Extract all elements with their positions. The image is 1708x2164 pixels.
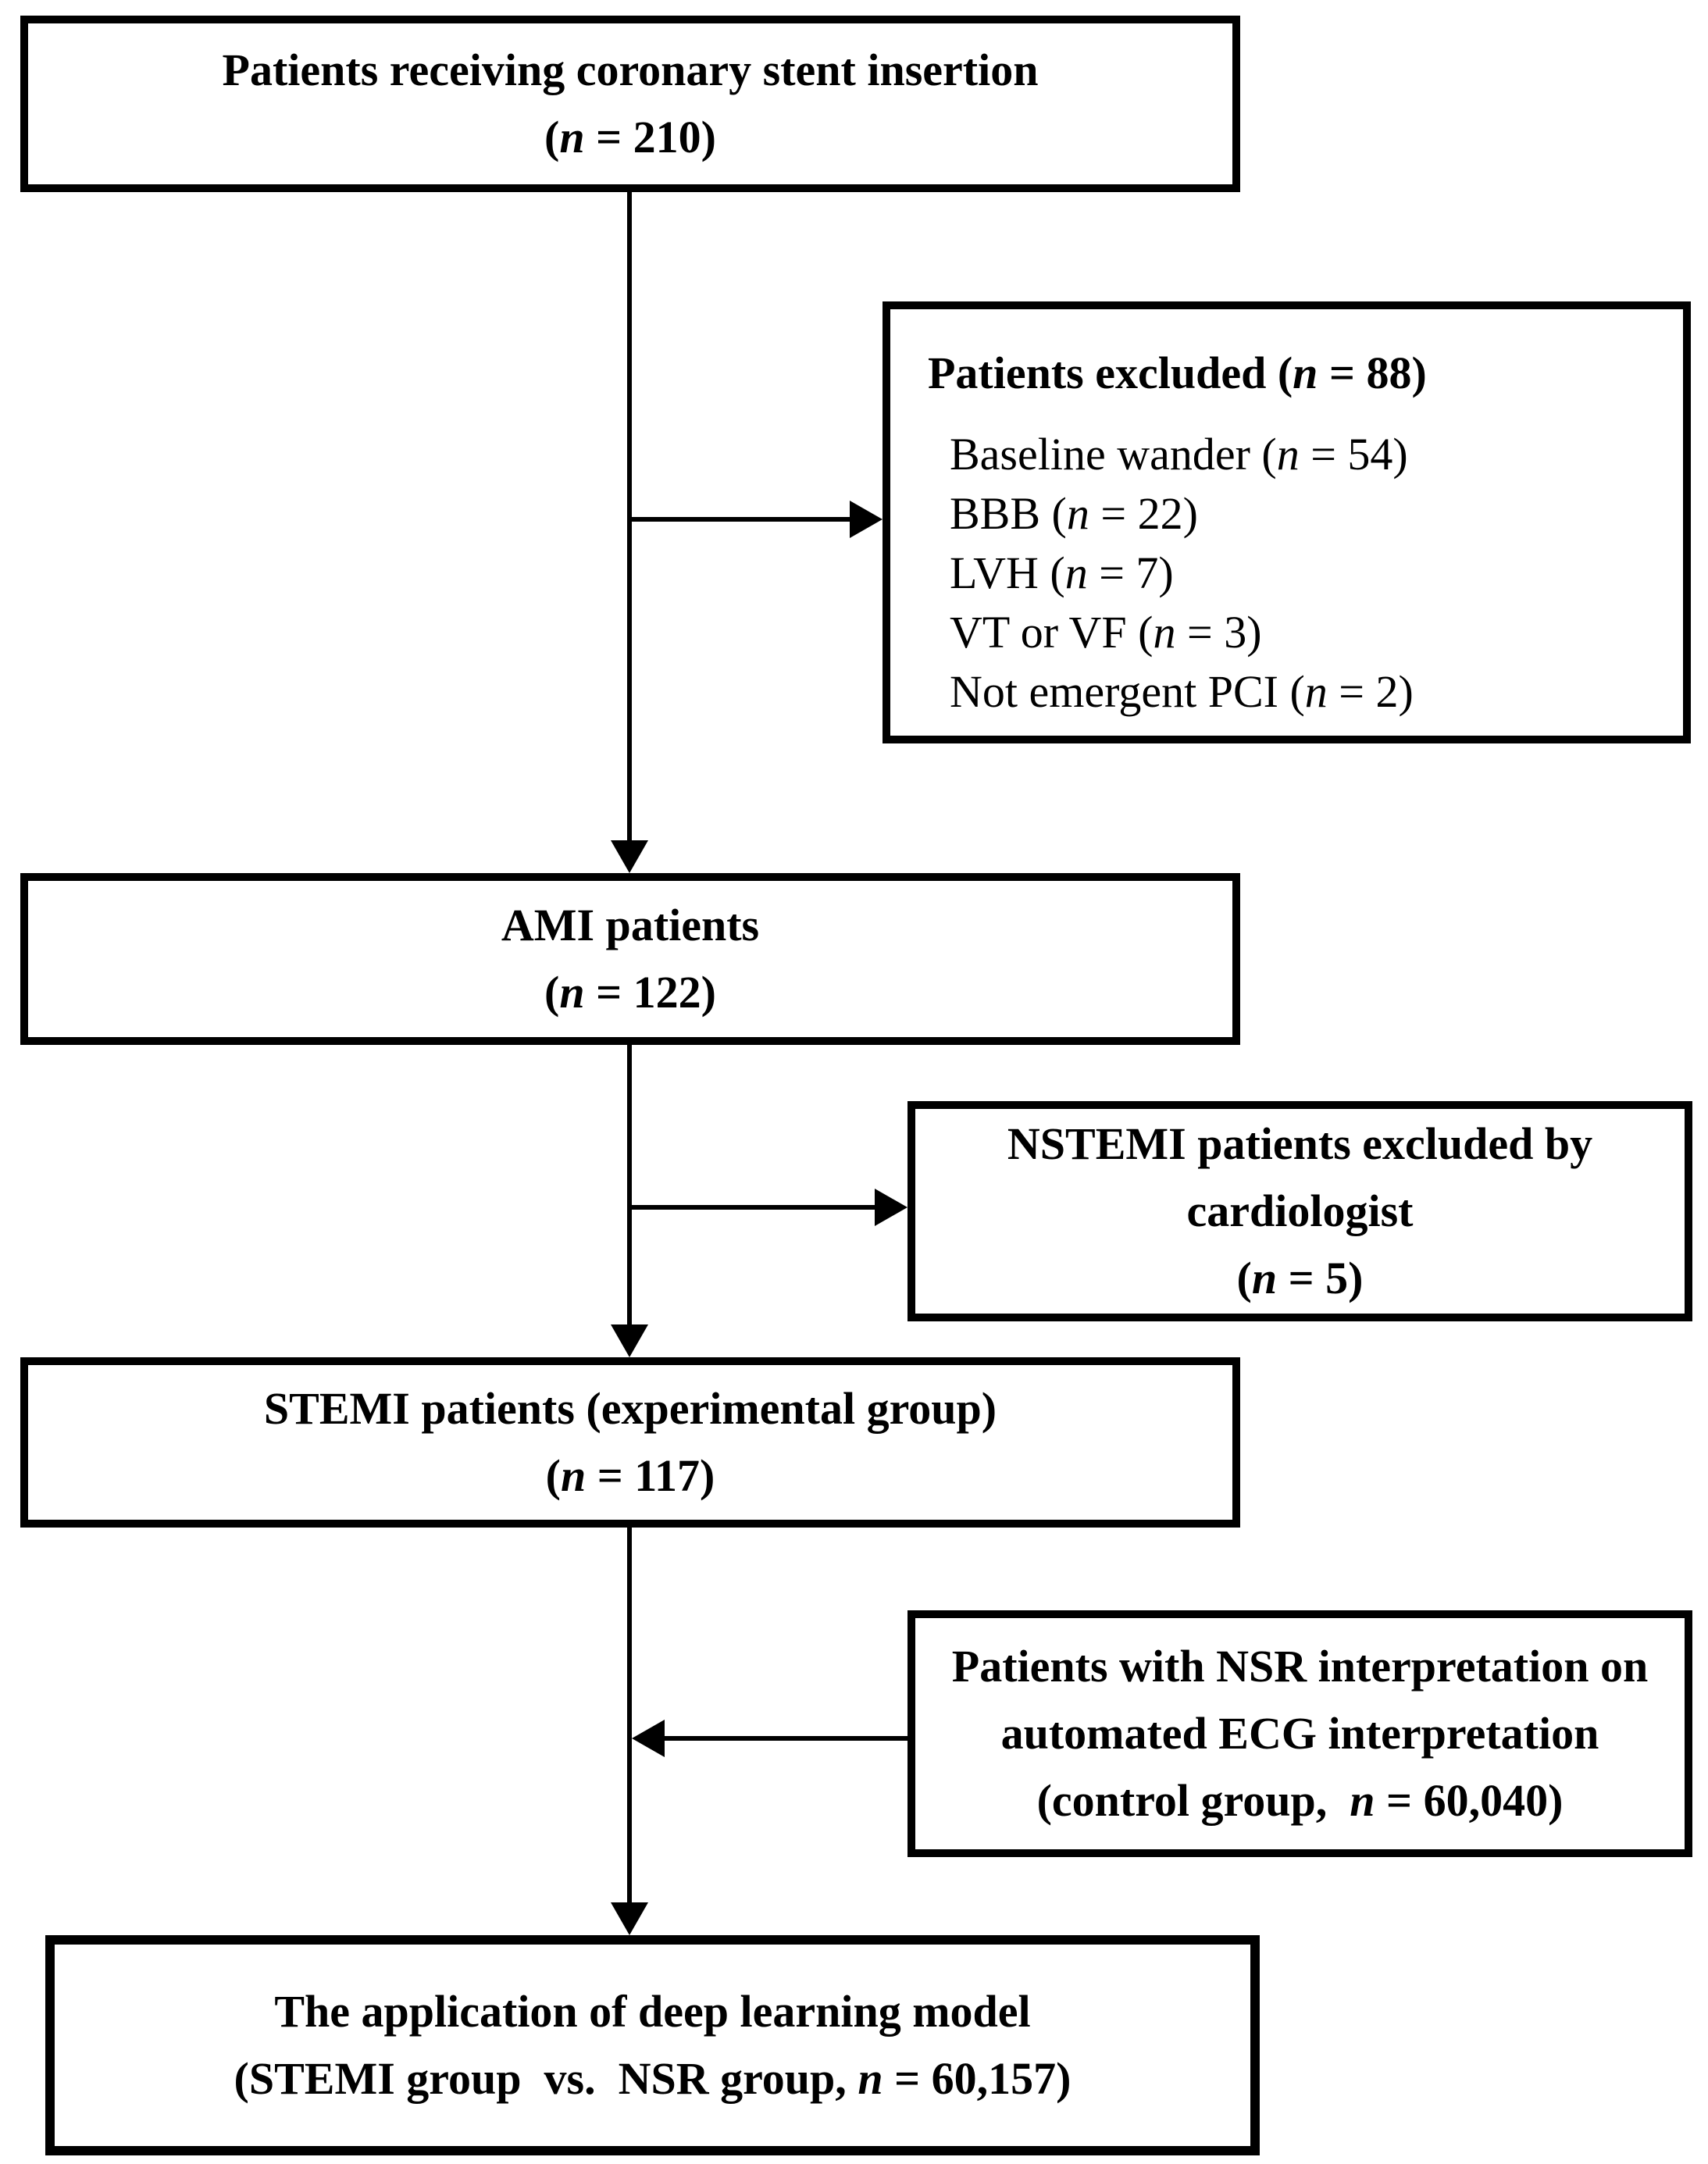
connector-branch-excluded bbox=[629, 517, 851, 522]
connector-nsr-to-main bbox=[665, 1736, 907, 1741]
connector-branch-nstemi bbox=[629, 1205, 876, 1210]
box-nstemi-excluded: NSTEMI patients excluded by cardiologist… bbox=[907, 1101, 1692, 1321]
connector-ami-to-stemi bbox=[627, 1045, 632, 1326]
box-coronary-stent-patients: Patients receiving coronary stent insert… bbox=[20, 16, 1240, 192]
box-count-line: (n = 117) bbox=[545, 1450, 715, 1501]
list-item: VT or VF (n = 3) bbox=[950, 607, 1262, 658]
arrowhead-left-nsr bbox=[632, 1720, 665, 1757]
arrowhead-down-ami bbox=[611, 840, 648, 873]
box-text-line: STEMI patients (experimental group) bbox=[263, 1383, 997, 1434]
box-text-line: Patients with NSR interpretation on bbox=[951, 1641, 1649, 1692]
connector-stemi-to-application bbox=[627, 1528, 632, 1904]
box-patients-excluded: Patients excluded (n = 88) Baseline wand… bbox=[883, 301, 1691, 743]
box-nsr-control: Patients with NSR interpretation on auto… bbox=[907, 1610, 1692, 1857]
box-ami-patients: AMI patients (n = 122) bbox=[20, 873, 1240, 1045]
box-count-line: (n = 210) bbox=[544, 112, 716, 162]
box-count-line: (n = 122) bbox=[544, 967, 716, 1018]
list-item: BBB (n = 22) bbox=[950, 488, 1198, 539]
arrowhead-right-nstemi bbox=[875, 1189, 907, 1226]
box-text-line: automated ECG interpretation bbox=[1000, 1708, 1599, 1759]
box-text-line: The application of deep learning model bbox=[274, 1986, 1031, 2037]
box-stemi-patients: STEMI patients (experimental group) (n =… bbox=[20, 1357, 1240, 1528]
excluded-title: Patients excluded (n = 88) bbox=[928, 348, 1427, 398]
arrowhead-right-excluded bbox=[850, 501, 883, 538]
box-text-line: cardiologist bbox=[1186, 1185, 1414, 1236]
box-count-line: (STEMI group vs. NSR group, n = 60,157) bbox=[234, 2053, 1072, 2104]
list-item: Not emergent PCI (n = 2) bbox=[950, 666, 1414, 717]
arrowhead-down-application bbox=[611, 1902, 648, 1935]
box-text-line: NSTEMI patients excluded by bbox=[1007, 1118, 1593, 1169]
list-item: LVH (n = 7) bbox=[950, 547, 1174, 598]
box-deep-learning-application: The application of deep learning model (… bbox=[45, 1935, 1260, 2155]
list-item: Baseline wander (n = 54) bbox=[950, 429, 1408, 480]
box-count-line: (n = 5) bbox=[1236, 1253, 1364, 1303]
box-text-line: Patients receiving coronary stent insert… bbox=[222, 45, 1039, 95]
box-text-line: AMI patients bbox=[501, 900, 760, 950]
arrowhead-down-stemi bbox=[611, 1324, 648, 1357]
box-count-line: (control group, n = 60,040) bbox=[1036, 1775, 1564, 1826]
